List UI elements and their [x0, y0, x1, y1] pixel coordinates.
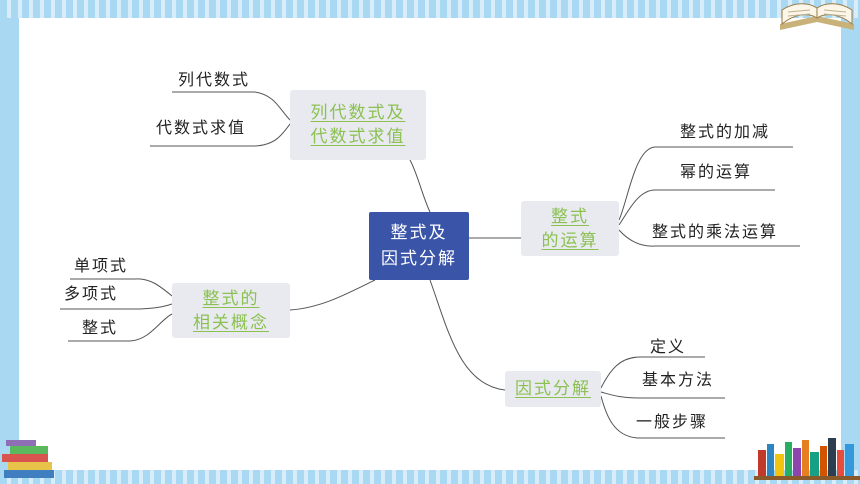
link-rb-2 [600, 391, 725, 399]
link-tl-1 [172, 91, 291, 121]
leaf-integral-expression: 整式 [82, 318, 119, 337]
leaf-basic-methods: 基本方法 [642, 370, 715, 389]
branch-node-concepts[interactable]: 整式的 相关概念 [172, 283, 290, 338]
center-line1: 整式及 [390, 223, 448, 243]
leaf-polynomial: 多项式 [64, 284, 119, 303]
branch-factorization-label: 因式分解 [515, 379, 591, 399]
branch-operations-line1: 整式 [551, 206, 589, 227]
branch-node-operations[interactable]: 整式 的运算 [521, 201, 619, 256]
branch-node-expressions[interactable]: 列代数式及 代数式求值 [290, 90, 426, 160]
branch-operations-line2: 的运算 [541, 230, 599, 251]
branch-concepts-line2: 相关概念 [193, 312, 269, 333]
leaf-monomial: 单项式 [74, 256, 129, 275]
link-center-rightbottom [429, 279, 506, 391]
link-center-left [289, 279, 376, 311]
link-rb-1 [600, 356, 705, 389]
link-l-2 [60, 303, 173, 310]
link-l-3 [68, 313, 173, 342]
leaf-evaluate-expression: 代数式求值 [156, 118, 247, 137]
leaf-power-operations: 幂的运算 [680, 162, 753, 181]
link-center-topleft [409, 159, 431, 213]
book-stack-icon [2, 440, 54, 478]
link-rb-3 [600, 395, 725, 439]
leaf-general-steps: 一般步骤 [636, 412, 709, 431]
branch-node-factorization[interactable]: 因式分解 [505, 371, 601, 407]
link-tl-2 [150, 123, 291, 147]
center-line2: 因式分解 [381, 249, 457, 269]
center-node[interactable]: 整式及 因式分解 [369, 212, 469, 280]
leaf-definition: 定义 [650, 337, 687, 356]
leaf-write-expression: 列代数式 [178, 70, 251, 89]
link-rt-3 [618, 229, 800, 247]
branch-concepts-line1: 整式的 [202, 288, 260, 309]
link-l-1 [70, 278, 173, 297]
bottom-border-stripe [0, 470, 860, 484]
bookshelf-icon [754, 438, 860, 480]
branch-expressions-line2: 代数式求值 [310, 127, 406, 147]
top-border-stripe [0, 0, 860, 18]
open-book-icon [780, 3, 854, 30]
link-rt-2 [618, 189, 775, 226]
link-rt-1 [618, 146, 793, 221]
leaf-multiplication: 整式的乘法运算 [652, 222, 779, 241]
branch-expressions-line1: 列代数式及 [310, 103, 406, 123]
leaf-add-subtract: 整式的加减 [680, 122, 771, 141]
